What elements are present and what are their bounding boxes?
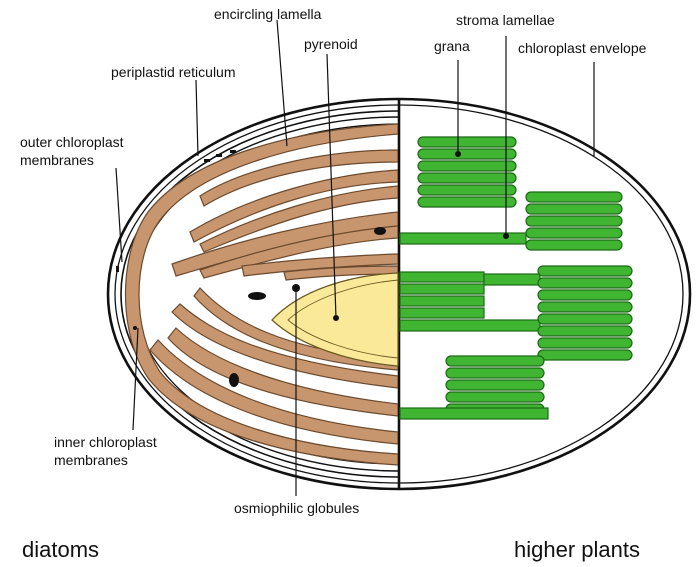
label-stroma-lamellae: stroma lamellae xyxy=(456,12,555,28)
label-osmiophilic-globules: osmiophilic globules xyxy=(234,500,359,516)
label-chloroplast-envelope: chloroplast envelope xyxy=(518,40,646,56)
label-pyrenoid: pyrenoid xyxy=(304,36,358,52)
grana-stacks xyxy=(400,137,632,419)
footer-higher-plants: higher plants xyxy=(514,537,640,563)
label-outer-membranes-1: outer chloroplast xyxy=(20,134,124,150)
label-inner-membranes-2: membranes xyxy=(54,452,128,468)
label-inner-membranes-1: inner chloroplast xyxy=(54,434,157,450)
label-encircling-lamella: encircling lamella xyxy=(214,6,321,22)
footer-diatoms: diatoms xyxy=(22,537,99,563)
label-grana: grana xyxy=(434,38,470,54)
label-periplastid-reticulum: periplastid reticulum xyxy=(111,64,236,80)
label-outer-membranes-2: membranes xyxy=(20,152,94,168)
